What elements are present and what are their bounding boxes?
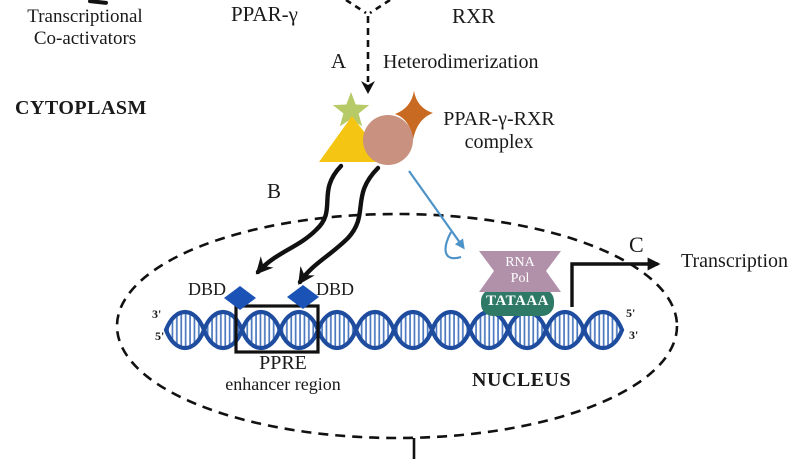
heterodimerization-label: Heterodimerization: [383, 51, 539, 73]
complex-label: PPAR-γ-RXR complex: [436, 108, 562, 154]
complex-line1: PPAR-γ-RXR: [443, 108, 555, 130]
rna-pol-label: RNA Pol: [479, 255, 561, 287]
dbd-left-label: DBD: [188, 279, 227, 299]
ppre-enhancer-box: [234, 304, 320, 354]
ppre-label: PPRE: [259, 352, 307, 374]
dbd-right-label: DBD: [316, 279, 355, 299]
ppar-gamma-label: PPAR-γ: [231, 2, 298, 26]
ligand-dashed-v: [345, 0, 391, 15]
dna-binding-wavy-arrow-right: [297, 165, 381, 285]
recruitment-blue-arrow: [408, 170, 465, 250]
coactivators-line1: Transcriptional: [27, 6, 143, 27]
tata-box-label: TATAAA: [486, 293, 549, 309]
enhancer-region-label: enhancer region: [225, 374, 341, 394]
dna-strand-bottom: [163, 310, 625, 350]
dna-left-bottom-prime: 5': [155, 329, 165, 343]
coactivators-label: Transcriptional Co-activators: [8, 6, 162, 50]
rxr-circle-icon: [363, 115, 413, 165]
dbd-diamond-right-icon: [287, 285, 319, 309]
coactivator-star-icon: [332, 92, 370, 127]
step-a-label: A: [331, 49, 347, 73]
tata-box-shape: [481, 289, 554, 316]
transcription-start-arrow: [570, 257, 661, 307]
dna-right-top-prime: 5': [626, 306, 636, 320]
dna-binding-wavy-arrow-left: [255, 163, 344, 275]
nucleus-membrane-ellipse: [115, 212, 679, 440]
transcription-label: Transcription: [681, 250, 789, 272]
cytoplasm-region-label: CYTOPLASM: [15, 97, 147, 119]
rna-pol-line1: RNA: [505, 255, 535, 270]
ligand-burst-icon: [395, 91, 433, 140]
dna-right-bottom-prime: 3': [629, 328, 639, 342]
coactivators-line2: Co-activators: [33, 27, 137, 49]
rna-pol-line2: Pol: [510, 271, 530, 287]
heterodimerization-arrowhead: [361, 81, 375, 94]
rna-polymerase-shape: [479, 251, 561, 292]
rxr-label: RXR: [452, 4, 496, 28]
cropped-arrow-fragment: [88, 0, 108, 5]
step-b-label: B: [267, 179, 282, 203]
dbd-diamond-left-icon: [224, 286, 256, 310]
nucleus-region-label: NUCLEUS: [472, 369, 572, 391]
step-c-label: C: [629, 232, 644, 257]
dna-left-top-prime: 3': [152, 307, 162, 321]
complex-line2: complex: [464, 131, 534, 153]
recruitment-blue-arrow-hook: [444, 231, 462, 260]
